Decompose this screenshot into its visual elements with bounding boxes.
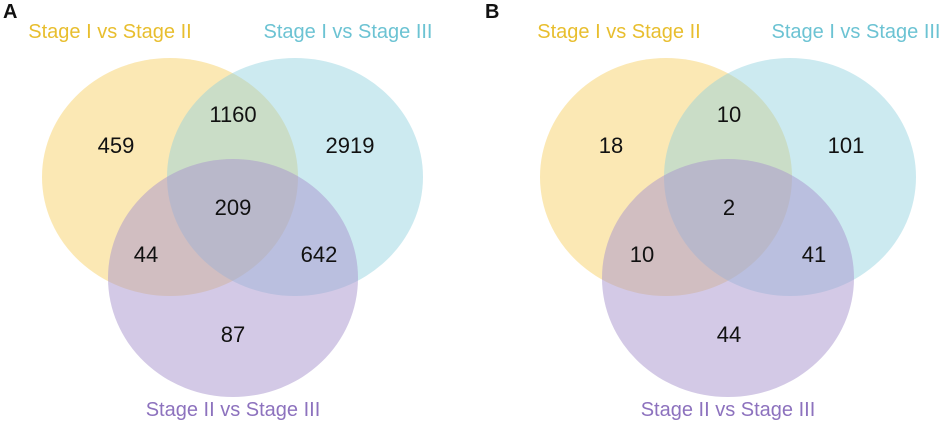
- count-abc: 2: [723, 195, 735, 220]
- set-label-a: Stage I vs Stage II: [537, 21, 700, 43]
- set-label-b: Stage I vs Stage III: [264, 21, 433, 43]
- count-ac: 44: [134, 242, 158, 267]
- venn-circle-set-c: [108, 159, 358, 397]
- count-bc: 41: [802, 242, 826, 267]
- set-label-b: Stage I vs Stage III: [772, 21, 941, 43]
- count-a-only: 459: [98, 133, 135, 158]
- set-label-a: Stage I vs Stage II: [28, 21, 191, 43]
- count-c-only: 87: [221, 322, 245, 347]
- panel-b: B Stage I vs Stage II Stage I vs Stage I…: [485, 1, 940, 421]
- set-label-c: Stage II vs Stage III: [146, 399, 321, 421]
- count-ab: 10: [717, 102, 741, 127]
- count-b-only: 101: [828, 133, 865, 158]
- panel-label: A: [3, 1, 17, 23]
- count-ab: 1160: [209, 102, 256, 127]
- venn-circle-set-c: [602, 159, 854, 397]
- count-a-only: 18: [599, 133, 623, 158]
- count-abc: 209: [215, 195, 252, 220]
- panel-label: B: [485, 1, 499, 23]
- panel-a: A Stage I vs Stage II Stage I vs Stage I…: [3, 1, 432, 421]
- count-b-only: 2919: [326, 133, 375, 158]
- count-ac: 10: [630, 242, 654, 267]
- count-bc: 642: [301, 242, 338, 267]
- count-c-only: 44: [717, 322, 741, 347]
- set-label-c: Stage II vs Stage III: [641, 399, 816, 421]
